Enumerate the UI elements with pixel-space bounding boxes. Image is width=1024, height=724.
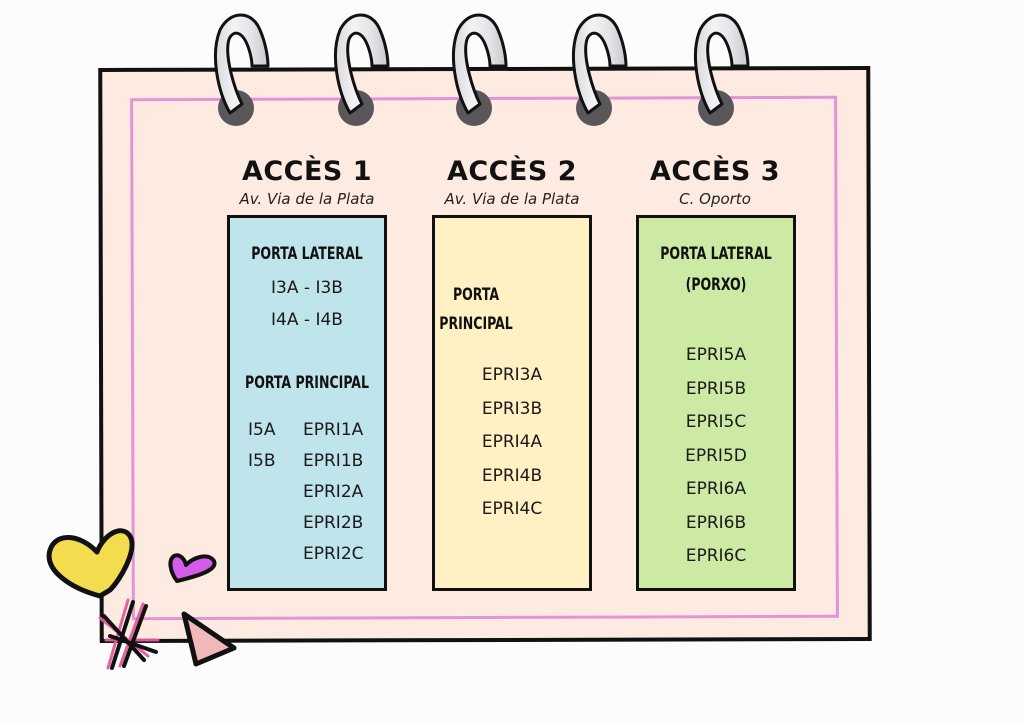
access-2-street: Av. Via de la Plata (444, 190, 580, 208)
access-2-group: EPRI4B (481, 465, 543, 486)
access-1-group: EPRI1B (303, 451, 364, 471)
access-3-group: EPRI5D (685, 445, 747, 466)
access-1-group: I5A (248, 420, 276, 440)
access-3-header: ACCÈS 3 C. Oporto (630, 155, 800, 211)
access-2-group: EPRI4C (481, 499, 543, 519)
access-2-header: ACCÈS 2 Av. Via de la Plata (427, 155, 597, 211)
access-3-group: EPRI6B (685, 512, 747, 533)
access-1-group: EPRI2C (303, 544, 364, 564)
access-3-group: EPRI5B (685, 378, 747, 399)
access-1-box: PORTA LATERAL I3A - I3B I4A - I4B PORTA … (227, 215, 387, 591)
access-3-group: EPRI6C (685, 546, 747, 566)
access-2-box: PORTA PRINCIPAL EPRI3A EPRI3B EPRI4A EPR… (432, 215, 592, 591)
access-2-porta-principal-heading-line-2: PRINCIPAL (439, 314, 513, 334)
access-1-group: I5B (248, 451, 276, 471)
access-2-porta-principal-heading-line-1: PORTA (452, 285, 500, 305)
access-3-group: EPRI6A (685, 479, 747, 499)
access-1-porta-lateral-heading: PORTA LATERAL (251, 244, 363, 264)
access-2-group: EPRI3A (481, 365, 543, 385)
access-3-street: C. Oporto (679, 190, 751, 208)
access-3-group-list: EPRI5A EPRI5B EPRI5C EPRI5D EPRI6A EPRI6… (639, 339, 793, 574)
access-3-group: EPRI5C (685, 412, 747, 432)
access-3-porta-lateral-heading-line-2: (PORXO) (685, 275, 747, 295)
access-1-porta-principal-heading: PORTA PRINCIPAL (245, 373, 369, 393)
access-3-title: ACCÈS 3 (649, 156, 781, 187)
access-1-right-groups: EPRI1A EPRI1B EPRI2A EPRI2B EPRI2C (303, 415, 364, 570)
access-1-group: EPRI2A (303, 482, 364, 502)
access-2-group-list: EPRI3A EPRI3B EPRI4A EPRI4B EPRI4C (435, 359, 589, 527)
access-2-group: EPRI4A (481, 432, 543, 452)
access-1-title: ACCÈS 1 (241, 156, 373, 187)
access-2-title: ACCÈS 2 (446, 156, 578, 187)
access-3-porta-lateral-heading-line-1: PORTA LATERAL (660, 244, 772, 264)
access-2-group: EPRI3B (481, 398, 543, 419)
access-1-group: EPRI2B (303, 513, 364, 533)
access-1-group: I4A - I4B (271, 310, 343, 330)
access-3-group: EPRI5A (685, 345, 747, 365)
access-1-group: I3A - I3B (271, 278, 343, 298)
access-1-group: EPRI1A (303, 420, 364, 440)
access-1-header: ACCÈS 1 Av. Via de la Plata (222, 155, 392, 211)
access-1-street: Av. Via de la Plata (239, 190, 375, 208)
access-1-left-groups: I5A I5B (248, 415, 276, 477)
access-3-box: PORTA LATERAL (PORXO) EPRI5A EPRI5B EPRI… (636, 215, 796, 591)
